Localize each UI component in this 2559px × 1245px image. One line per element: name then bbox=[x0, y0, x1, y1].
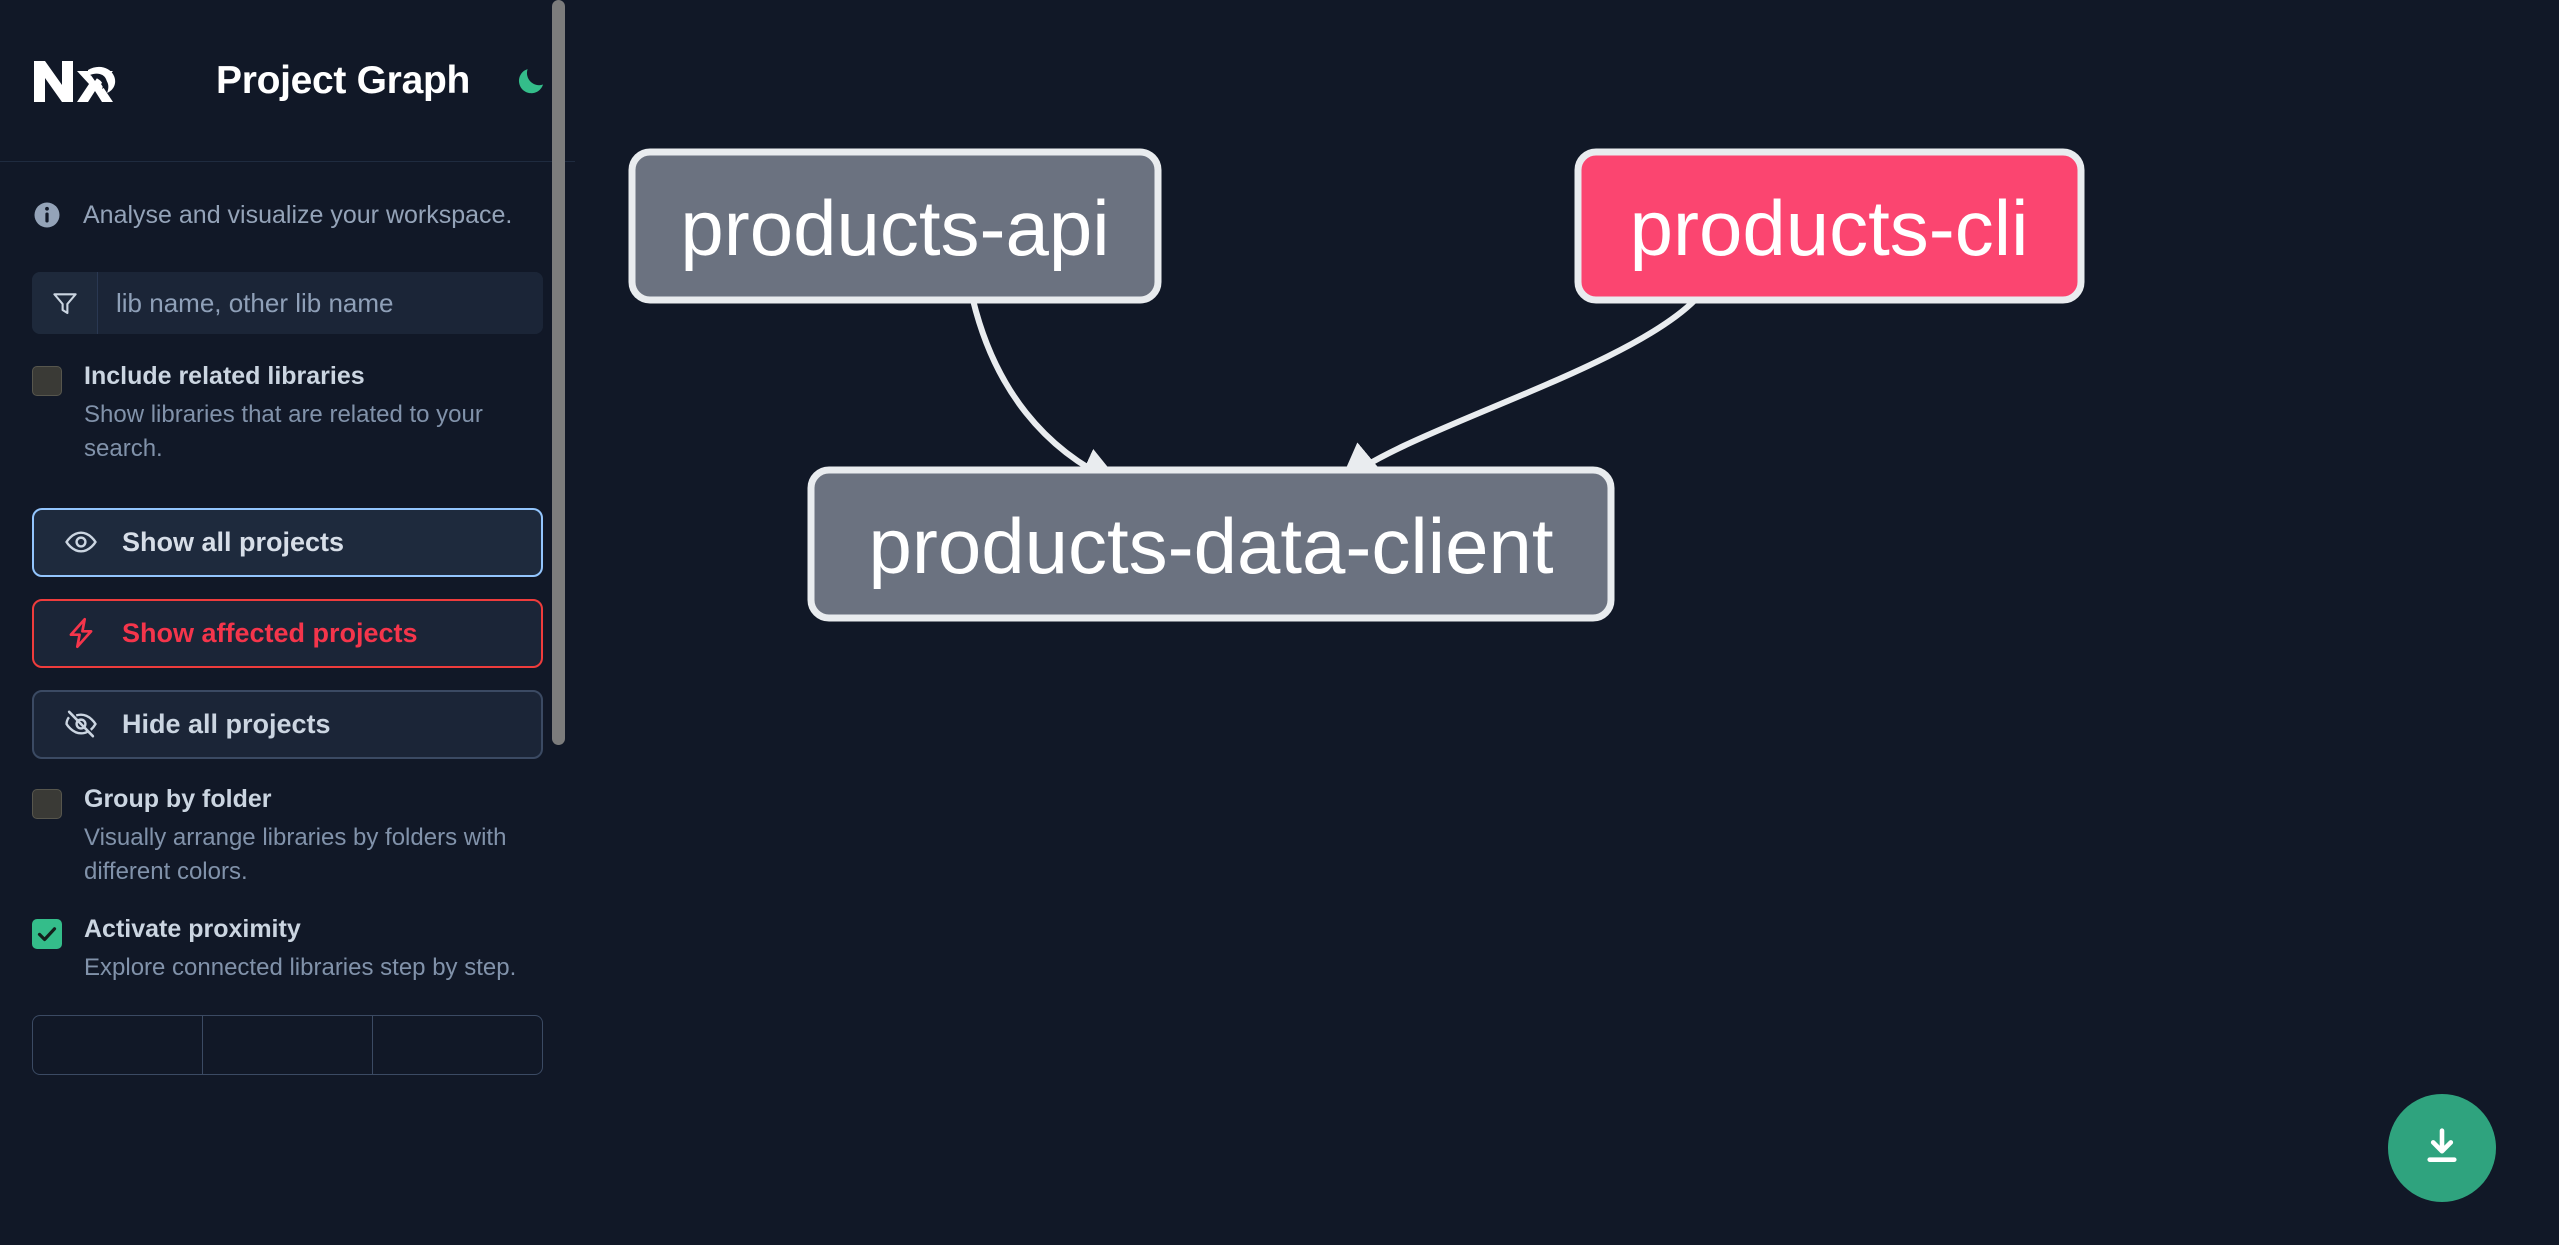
eye-off-icon bbox=[62, 705, 100, 743]
option-title: Include related libraries bbox=[84, 362, 365, 390]
node-rect bbox=[807, 466, 1615, 622]
search-input[interactable] bbox=[98, 272, 543, 334]
project-visibility-buttons: Show all projects Show affected projects bbox=[32, 507, 543, 759]
sidebar-scrollbar-thumb[interactable] bbox=[552, 0, 565, 745]
option-description: Explore connected libraries step by step… bbox=[84, 953, 517, 981]
option-texts: Include related libraries Show libraries… bbox=[84, 362, 539, 466]
bottom-tab-1[interactable] bbox=[33, 1015, 203, 1074]
show-affected-projects-button[interactable]: Show affected projects bbox=[32, 598, 543, 668]
option-texts: Group by folder Visually arrange librari… bbox=[84, 785, 539, 889]
option-description: Show libraries that are related to your … bbox=[84, 400, 483, 462]
hide-all-projects-button[interactable]: Hide all projects bbox=[32, 689, 543, 759]
option-include-related-libraries[interactable]: Include related libraries Show libraries… bbox=[0, 362, 575, 466]
bottom-tab-3[interactable] bbox=[373, 1016, 542, 1074]
search-box bbox=[32, 272, 543, 334]
show-all-projects-label: Show all projects bbox=[122, 526, 345, 557]
graph-node-products-cli[interactable]: products-cli bbox=[1574, 148, 2085, 304]
hide-all-projects-label: Hide all projects bbox=[122, 708, 331, 739]
checkbox-activate-proximity[interactable] bbox=[32, 918, 62, 949]
checkbox-include-related-libraries[interactable] bbox=[32, 366, 62, 396]
sidebar: Project Graph Analyse and visualize yo bbox=[0, 0, 575, 1245]
bottom-tab-2[interactable] bbox=[203, 1015, 373, 1074]
download-graph-button[interactable] bbox=[2388, 1094, 2496, 1202]
node-label: products-api bbox=[680, 184, 1109, 272]
option-group-by-folder[interactable]: Group by folder Visually arrange librari… bbox=[0, 785, 575, 889]
graph-canvas[interactable]: products-api products-cli products-data-… bbox=[575, 0, 2559, 1245]
checkbox-group-by-folder[interactable] bbox=[32, 788, 62, 819]
option-texts: Activate proximity Explore connected lib… bbox=[84, 915, 516, 985]
lightning-bolt-icon bbox=[62, 614, 100, 652]
edge-products-cli-to-products-data-client[interactable] bbox=[1338, 297, 1698, 486]
bottom-tab-strip[interactable] bbox=[32, 1014, 543, 1075]
option-activate-proximity[interactable]: Activate proximity Explore connected lib… bbox=[0, 915, 575, 985]
show-all-projects-button[interactable]: Show all projects bbox=[32, 507, 543, 577]
moon-icon[interactable] bbox=[512, 62, 550, 100]
node-rect bbox=[1574, 148, 2085, 304]
edge-products-api-to-products-data-client[interactable] bbox=[970, 299, 1123, 488]
filter-funnel-icon[interactable] bbox=[32, 272, 98, 334]
option-title: Activate proximity bbox=[84, 914, 301, 943]
sidebar-header: Project Graph bbox=[0, 0, 575, 162]
tagline: Analyse and visualize your workspace. bbox=[0, 176, 575, 254]
node-label: products-data-client bbox=[868, 502, 1553, 590]
graph-node-products-api[interactable]: products-api bbox=[628, 148, 1162, 304]
option-title: Group by folder bbox=[84, 784, 272, 813]
nx-logo bbox=[32, 58, 125, 104]
option-description: Visually arrange libraries by folders wi… bbox=[84, 823, 507, 885]
node-label: products-cli bbox=[1630, 184, 2029, 272]
graph-node-products-data-client[interactable]: products-data-client bbox=[807, 466, 1615, 622]
graph-svg: products-api products-cli products-data-… bbox=[628, 148, 2085, 622]
tagline-text: Analyse and visualize your workspace. bbox=[83, 200, 513, 229]
node-rect bbox=[628, 148, 1162, 304]
eye-icon bbox=[62, 523, 100, 561]
sidebar-scroll-area: Project Graph Analyse and visualize yo bbox=[0, 0, 575, 1245]
info-icon bbox=[32, 200, 62, 230]
page-title: Project Graph bbox=[216, 58, 470, 102]
download-icon bbox=[2419, 1124, 2465, 1173]
graph-edges bbox=[970, 297, 1698, 488]
show-affected-projects-label: Show affected projects bbox=[122, 617, 418, 648]
